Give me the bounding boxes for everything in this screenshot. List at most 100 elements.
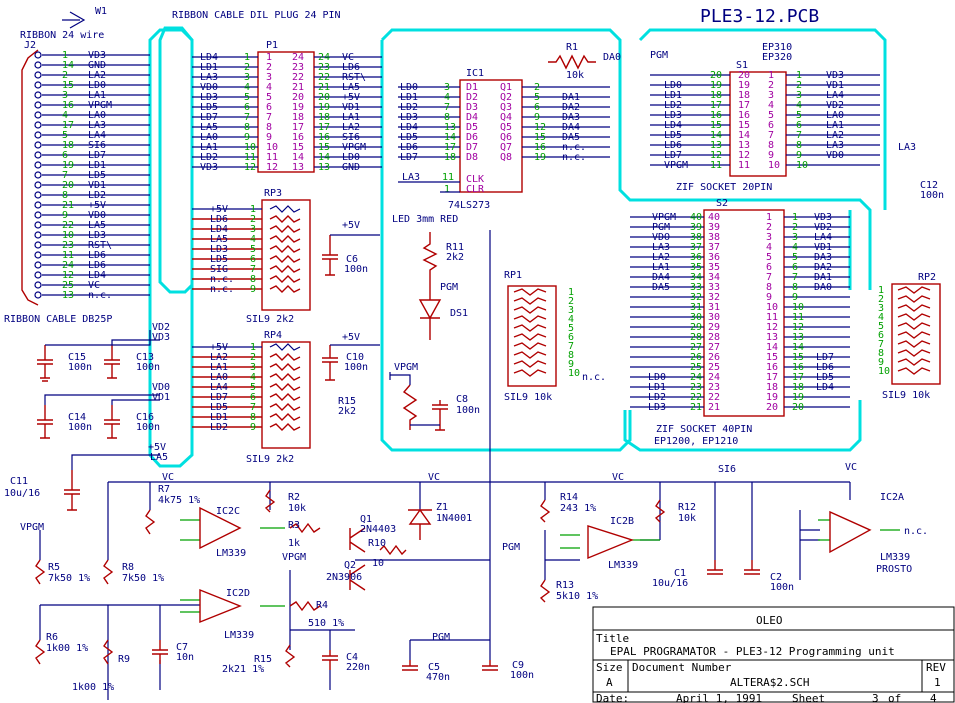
p1-inner-left: 4: [266, 82, 272, 93]
c11-name: C11: [10, 476, 28, 487]
p1-right-pin: 16: [318, 132, 330, 143]
c12-value: 100n: [920, 190, 944, 201]
p1-left-pin: 5: [244, 92, 250, 103]
s1-right-label: LA2: [826, 130, 844, 141]
j2-label: J2: [24, 40, 36, 51]
s2-inner-right: 9: [766, 292, 772, 303]
rp2-element: [897, 304, 931, 312]
s2-left-pin: 31: [690, 302, 702, 313]
p1-left-label: VD3: [200, 162, 218, 173]
vc-2: VC: [428, 472, 440, 483]
j2-pin-wire: [34, 61, 150, 69]
s2-right-label: DA2: [814, 262, 832, 273]
j2-pin-label: SI6: [88, 140, 106, 151]
rp3-name: RP3: [264, 188, 282, 199]
s2-left-pin: 23: [690, 382, 702, 393]
rp4-row-pin: 3: [250, 362, 256, 373]
s2-caption2: EP1200, EP1210: [654, 436, 738, 447]
ic1-q-label: Q8: [500, 152, 512, 163]
ic1-q-label: Q5: [500, 122, 512, 133]
p1-right-label: VD1: [342, 102, 360, 113]
ic2a-nc: n.c.: [904, 526, 928, 537]
c16-name: C16: [136, 412, 154, 423]
s2-lower-right-label: LD5: [816, 372, 834, 383]
rp3-row: [192, 245, 301, 253]
rp3-row: [192, 265, 301, 273]
s1-left-pin: 19: [710, 80, 722, 91]
s2-inner-left: 33: [708, 282, 720, 293]
ic1-d-label: D6: [466, 132, 478, 143]
s2-inner-left: 34: [708, 272, 720, 283]
p1-right-pin: 18: [318, 112, 330, 123]
s1-left-pin: 17: [710, 100, 722, 111]
c12-name: C12: [920, 180, 938, 191]
p1-inner-left: 5: [266, 92, 272, 103]
rp3-row: [192, 285, 301, 293]
s2-right-label: VD3: [814, 212, 832, 223]
analog-pins: [180, 519, 900, 613]
rp1-pin-number: 2: [568, 296, 574, 307]
j2-pin-number: 1: [62, 50, 68, 61]
vpgm-left: VPGM: [20, 522, 44, 533]
s2-inner-left: 32: [708, 292, 720, 303]
rp1-element: [513, 369, 547, 377]
s2-right-pin: 2: [792, 222, 798, 233]
s2-right-pin: 4: [792, 242, 798, 253]
rp2-element: [897, 349, 931, 357]
j2-pin-label: LD1: [88, 160, 106, 171]
ic1-output-pin: 5: [534, 92, 540, 103]
rp2-element: [897, 286, 931, 294]
s1-right-label: LA1: [826, 120, 844, 131]
ic1-output-pin: 15: [534, 132, 546, 143]
s2-right-pin: 8: [792, 282, 798, 293]
ic2a-part: LM339: [880, 552, 910, 563]
p1-inner-left: 12: [266, 162, 278, 173]
rp2-element: [897, 367, 931, 375]
s1-right-pin: 5: [796, 110, 802, 121]
r7-value: 4k75 1%: [158, 495, 200, 506]
p1-inner-right: 24: [292, 52, 304, 63]
p1-inner-left: 9: [266, 132, 272, 143]
rp1-element: [513, 297, 547, 305]
s2-caption1: ZIF SOCKET 40PIN: [656, 424, 752, 435]
rp2-element: [897, 340, 931, 348]
ic1-body: [459, 79, 523, 193]
ic1-output-pin: 16: [534, 142, 546, 153]
ic1-output-label: DA3: [562, 112, 580, 123]
rp3-row-pin: 3: [250, 224, 256, 235]
rp3-row-pin: 4: [250, 234, 256, 245]
vc-1: VC: [162, 472, 174, 483]
rp4-row-pin: 1: [250, 342, 256, 353]
r1-symbol: [548, 54, 596, 70]
p5v-3: +5V: [148, 442, 166, 453]
rp3-row: [192, 275, 301, 283]
j2-pin-label: LD0: [88, 80, 106, 91]
r9-value: 1k00 1%: [72, 682, 114, 693]
z1-value: 1N4001: [436, 513, 472, 524]
ic2c-name: IC2C: [216, 506, 240, 517]
c7-name: C7: [176, 642, 188, 653]
p1-right-pin: 14: [318, 152, 330, 163]
s2-left-pin: 37: [690, 242, 702, 253]
s2-right-pin: 11: [792, 312, 804, 323]
bus-left-full: [148, 28, 194, 468]
c11-value: 10u/16: [4, 488, 40, 499]
q1-name: Q1: [360, 514, 372, 525]
size-value: A: [606, 676, 613, 689]
vc-3: VC: [612, 472, 624, 483]
p1-left-label: LD4: [200, 52, 218, 63]
rp4-row: [192, 343, 301, 351]
rp4-row-label: LA4: [210, 382, 228, 393]
p1-right-pin: 13: [318, 162, 330, 173]
rp4-row-label: LD1: [210, 412, 228, 423]
s2-right-pin: 19: [792, 392, 804, 403]
rp3-caption: SIL9 2k2: [246, 314, 294, 325]
p1-right-label: VC: [342, 52, 354, 63]
rp4-row-pin: 4: [250, 372, 256, 383]
s2-inner-right: 17: [766, 372, 778, 383]
rp4-row-pin: 6: [250, 392, 256, 403]
r8-name: R8: [122, 562, 134, 573]
j2-pin-label: LD7: [88, 150, 106, 161]
j2-pin-wire: [34, 171, 150, 179]
